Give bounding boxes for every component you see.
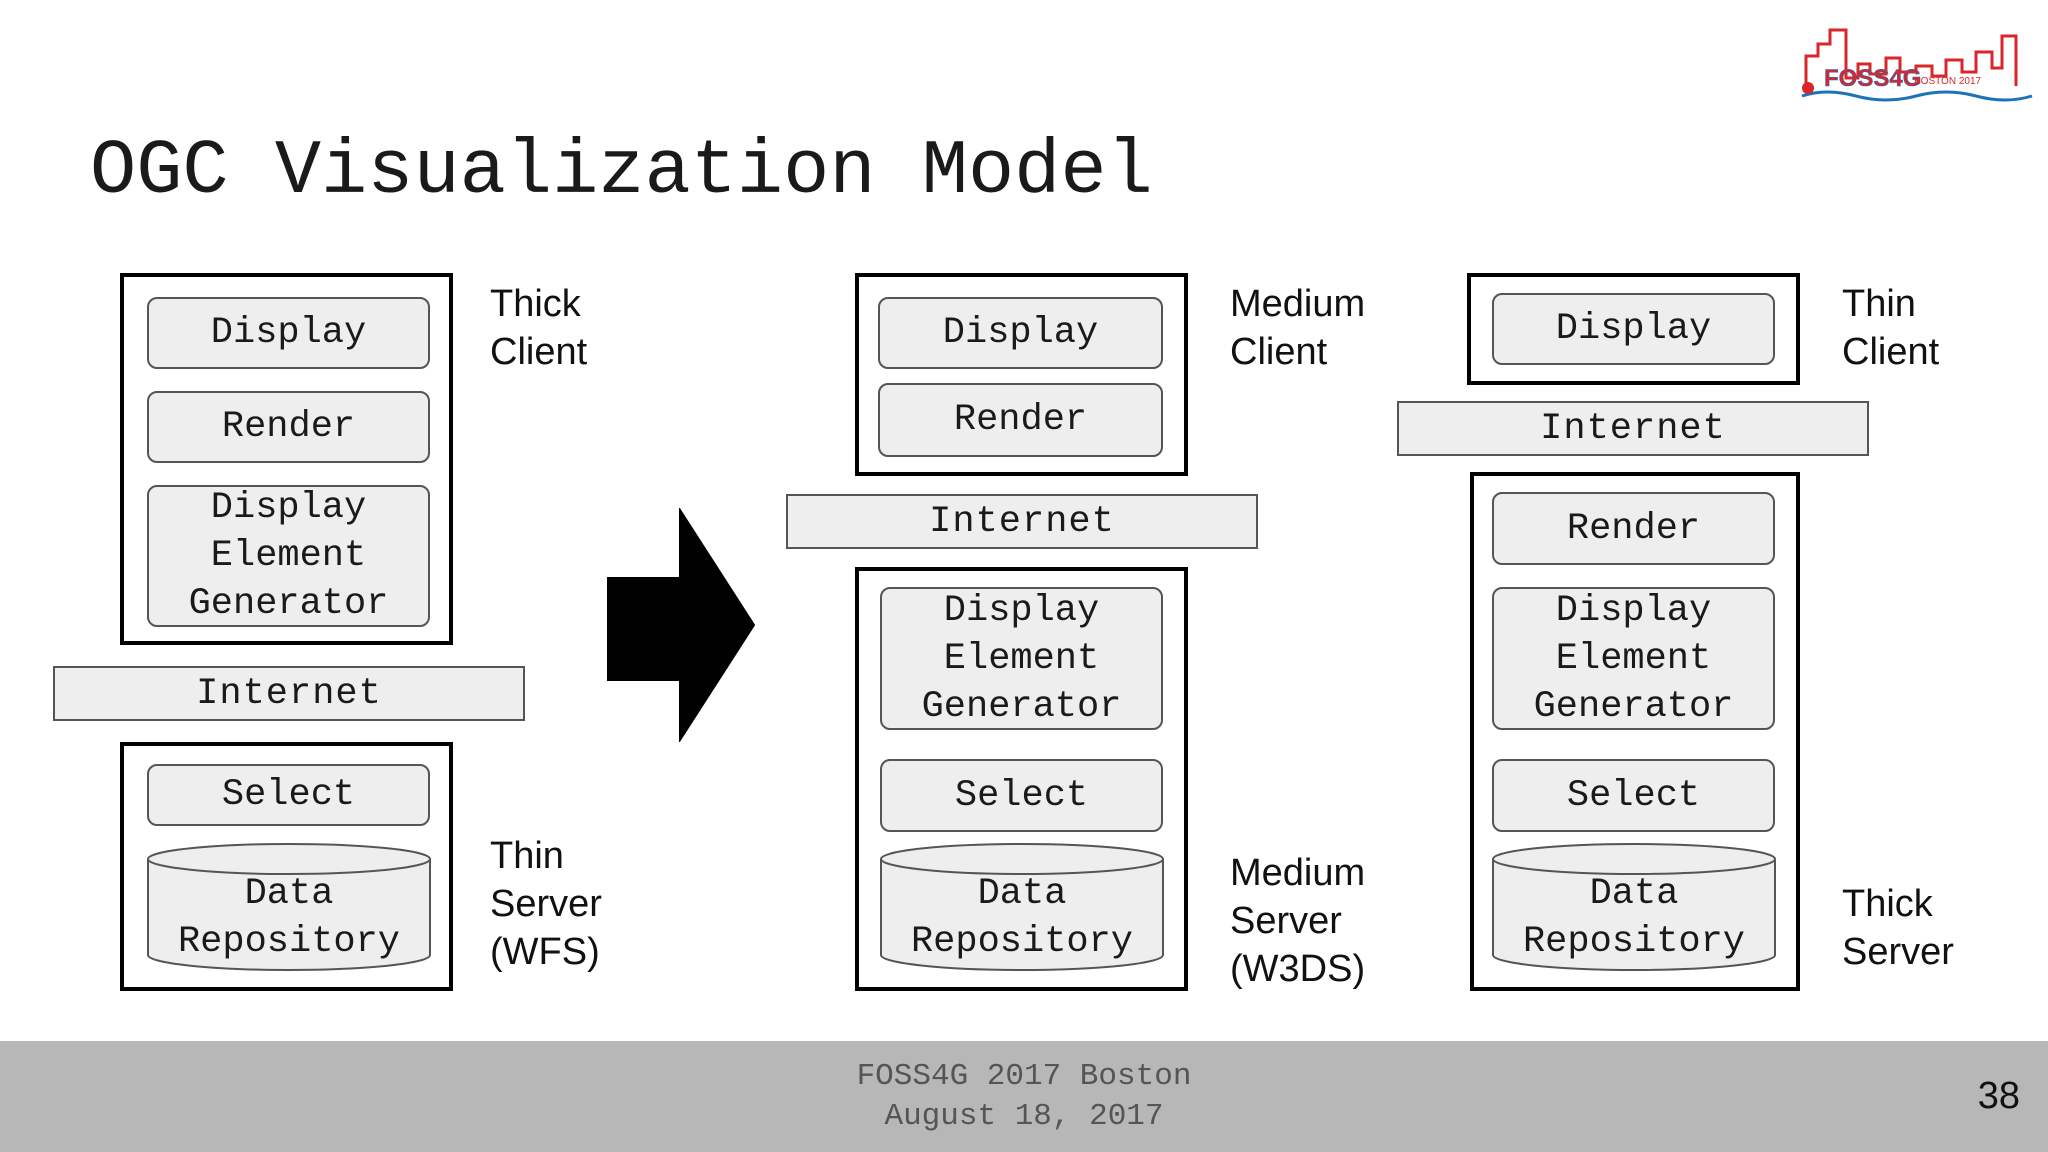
display-element-generator-component: Display Element Generator bbox=[1492, 587, 1775, 730]
thin-server-label: Thin Server (WFS) bbox=[490, 835, 602, 973]
display-element-generator-component: Display Element Generator bbox=[147, 485, 430, 627]
footer-date: August 18, 2017 bbox=[884, 1099, 1164, 1134]
render-component: Render bbox=[147, 391, 430, 463]
display-component: Display bbox=[878, 297, 1163, 369]
svg-text:BOSTON 2017: BOSTON 2017 bbox=[1914, 76, 1982, 87]
select-component: Select bbox=[880, 759, 1163, 832]
display-component: Display bbox=[147, 297, 430, 369]
medium-client-label: Medium Client bbox=[1230, 283, 1366, 373]
boston-skyline-logo: FOSS4G BOSTON 2017 bbox=[1801, 28, 2033, 102]
internet-bar: Internet bbox=[786, 494, 1258, 549]
svg-text:FOSS4G: FOSS4G bbox=[1824, 65, 1921, 92]
data-repository-label: Data Repository bbox=[1522, 873, 1746, 963]
footer-event: FOSS4G 2017 Boston bbox=[856, 1059, 1192, 1094]
page-number: 38 bbox=[1977, 1075, 2020, 1117]
thick-server-label: Thick Server bbox=[1842, 883, 1954, 973]
foss4g-logo: FOSS4G BOSTON 2017 bbox=[1796, 16, 2038, 112]
thick-client-label: Thick Client bbox=[490, 283, 588, 373]
data-repository-cylinder bbox=[1492, 843, 1776, 971]
render-component: Render bbox=[878, 383, 1163, 457]
render-component: Render bbox=[1492, 492, 1775, 565]
right-arrow-icon bbox=[607, 508, 756, 742]
select-component: Select bbox=[147, 764, 430, 826]
thin-client-label: Thin Client bbox=[1842, 283, 1940, 373]
display-component: Display bbox=[1492, 293, 1775, 365]
data-repository-cylinder bbox=[880, 843, 1164, 971]
internet-bar: Internet bbox=[1397, 401, 1869, 456]
footer-bar bbox=[0, 1041, 2048, 1152]
data-repository-label: Data Repository bbox=[910, 873, 1134, 963]
data-repository-label: Data Repository bbox=[177, 873, 401, 963]
slide-title: OGC Visualization Model bbox=[90, 129, 1153, 216]
medium-server-label: Medium Server (W3DS) bbox=[1230, 852, 1366, 990]
internet-bar: Internet bbox=[53, 666, 525, 721]
display-element-generator-component: Display Element Generator bbox=[880, 587, 1163, 730]
data-repository-cylinder bbox=[147, 843, 431, 971]
select-component: Select bbox=[1492, 759, 1775, 832]
